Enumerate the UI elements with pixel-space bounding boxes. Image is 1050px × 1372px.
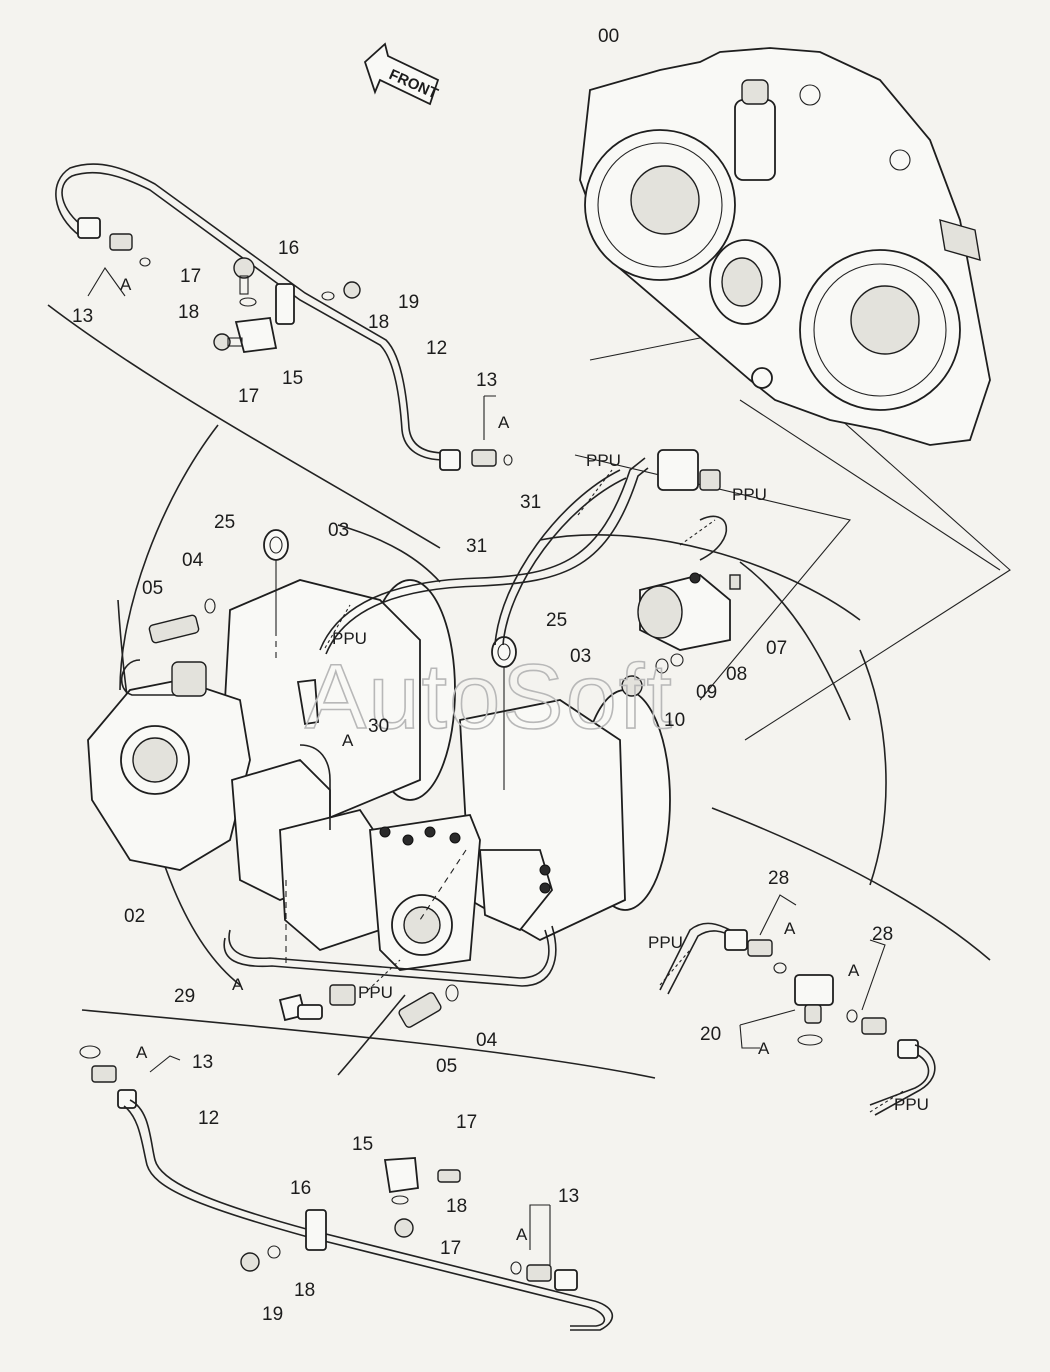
callout-a: A	[498, 413, 510, 432]
bracket-15-lower	[383, 1157, 419, 1194]
pipe-clamp-16	[275, 283, 295, 325]
callout-a: A	[758, 1039, 770, 1058]
part-label-05: 05	[436, 1056, 457, 1077]
part-label-28: 28	[872, 924, 893, 945]
part-label-02: 02	[124, 906, 145, 927]
part-label-17: 17	[440, 1238, 461, 1259]
part-label-15: 15	[352, 1134, 373, 1155]
ppu-label: PPU	[332, 629, 367, 648]
nut-19-lower	[240, 1252, 260, 1272]
hose-31	[319, 449, 728, 655]
part-label-13: 13	[192, 1052, 213, 1073]
part-number-labels: 00 02 03 03 04 04 05 05 07 08 09 10 12 1…	[72, 26, 893, 1325]
pipe-nut-left	[77, 217, 101, 239]
part-label-16: 16	[278, 238, 299, 259]
bolt-10	[621, 675, 643, 697]
lower-pipe-assembly	[79, 1045, 614, 1331]
part-label-18: 18	[178, 302, 199, 323]
part-label-08: 08	[726, 664, 747, 685]
part-label-04: 04	[182, 550, 204, 571]
part-label-25: 25	[546, 610, 567, 631]
bolt-17-upper	[233, 257, 255, 279]
part-label-07: 07	[766, 638, 787, 659]
part-label-18: 18	[446, 1196, 467, 1217]
ppu-label: PPU	[358, 983, 393, 1002]
watermark-text: AutoSoft	[305, 646, 674, 748]
callout-a: A	[516, 1225, 528, 1244]
gearbox-housing	[579, 47, 991, 446]
part-label-12: 12	[198, 1108, 219, 1129]
connector-13-right	[471, 449, 497, 467]
ppu-label: PPU	[586, 451, 621, 470]
part-label-09: 09	[696, 682, 717, 703]
callout-a: A	[342, 731, 354, 750]
front-direction-arrow: FRONT	[363, 42, 440, 106]
ppu-label: PPU	[732, 485, 767, 504]
part-label-20: 20	[700, 1024, 721, 1045]
ppu-hose-stubs	[324, 469, 906, 1113]
part-label-31: 31	[466, 536, 487, 557]
callout-a-labels: A A A A A A A A A A	[120, 275, 860, 1244]
part-label-18: 18	[368, 312, 389, 333]
part-label-03: 03	[328, 520, 349, 541]
callout-a: A	[784, 919, 796, 938]
part-label-00: 00	[598, 26, 619, 47]
part-label-29: 29	[174, 986, 195, 1007]
part-label-28: 28	[768, 868, 789, 889]
callout-a: A	[120, 275, 132, 294]
upper-pipe-assembly	[55, 163, 513, 471]
part-label-30: 30	[368, 716, 389, 737]
ppu-label: PPU	[648, 933, 683, 952]
part-label-13: 13	[558, 1186, 579, 1207]
ppu-labels: PPU PPU PPU PPU PPU PPU	[332, 451, 929, 1114]
bracket-15	[234, 317, 278, 353]
ppu-label: PPU	[894, 1095, 929, 1114]
part-label-17: 17	[180, 266, 201, 287]
part-label-19: 19	[262, 1304, 283, 1325]
group-boundaries	[47, 304, 1011, 1079]
main-pump-assembly	[87, 529, 671, 1028]
part-label-13: 13	[72, 306, 93, 327]
callout-a: A	[136, 1043, 148, 1062]
part-label-16: 16	[290, 1178, 311, 1199]
part-label-12: 12	[426, 338, 447, 359]
part-label-31: 31	[520, 492, 541, 513]
pipe-clamp-16-lower	[305, 1209, 327, 1251]
part-label-10: 10	[664, 710, 685, 731]
gear-pump-07	[621, 572, 741, 697]
nut-19-upper	[343, 281, 361, 299]
part-label-18: 18	[294, 1280, 315, 1301]
part-label-19: 19	[398, 292, 419, 313]
connector-13-left	[109, 233, 133, 251]
callout-a: A	[848, 961, 860, 980]
part-label-05: 05	[142, 578, 163, 599]
part-label-13: 13	[476, 370, 497, 391]
right-fittings	[659, 894, 936, 1116]
part-label-15: 15	[282, 368, 303, 389]
part-label-17: 17	[238, 386, 259, 407]
part-label-17: 17	[456, 1112, 477, 1133]
callout-a: A	[232, 975, 244, 994]
part-label-25: 25	[214, 512, 235, 533]
part-label-04: 04	[476, 1030, 498, 1051]
part-label-03: 03	[570, 646, 591, 667]
